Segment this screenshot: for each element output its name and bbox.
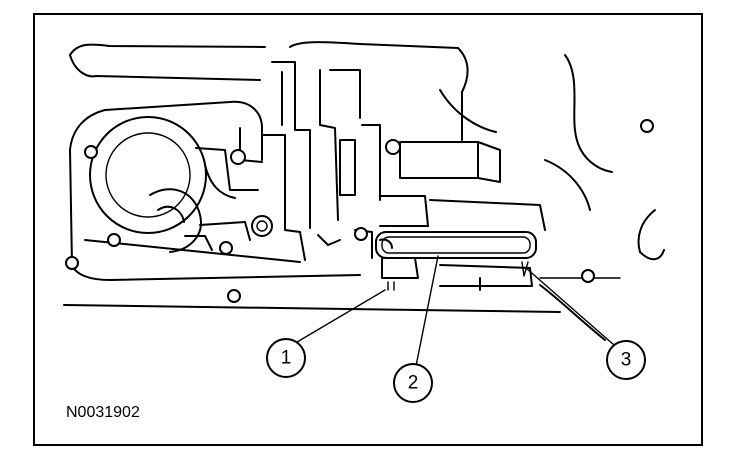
callout-1: 1	[266, 338, 306, 378]
leader-3	[525, 267, 615, 346]
callout-2: 2	[393, 363, 433, 403]
valve-body-housing	[63, 41, 665, 341]
callout-1-label: 1	[281, 348, 292, 369]
callout-3-label: 3	[621, 350, 632, 371]
callout-2-label: 2	[408, 373, 419, 394]
callout-3: 3	[606, 340, 646, 380]
figure-id: N0031902	[66, 404, 140, 421]
leader-2	[415, 255, 439, 367]
leader-1	[291, 289, 386, 346]
callout-leaders	[291, 255, 615, 367]
